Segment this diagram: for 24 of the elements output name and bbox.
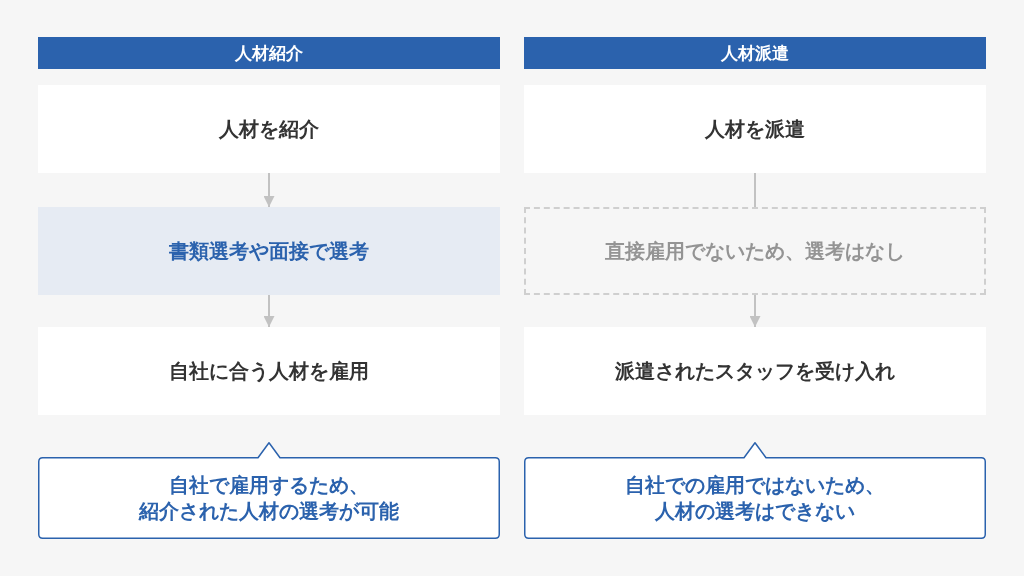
step-box [38,327,500,415]
step-label: 人材を紹介 [219,116,319,142]
heading-bar [38,37,500,69]
step-box [524,85,986,173]
column-heading: 人材派遣 [721,41,789,65]
step-box [38,85,500,173]
arrow [263,172,275,208]
step-label: 自社に合う人材を雇用 [169,358,369,384]
callout-bubble [38,441,500,539]
step-label: 直接雇用でないため、選考はなし [605,238,905,264]
arrow [263,294,275,328]
arrow [749,294,761,328]
step-label: 書類選考や面接で選考 [169,238,369,264]
connector-line [754,172,756,208]
step-box [524,327,986,415]
column-heading: 人材紹介 [235,41,303,65]
step-label: 派遣されたスタッフを受け入れ [615,358,895,384]
highlighted-step-box [38,207,500,295]
callout-text: 自社での雇用ではないため、人材の選考はできない [624,472,886,524]
callout-text: 自社で雇用するため、紹介された人材の選考が可能 [137,472,400,524]
callout-bubble [524,441,986,539]
dashed-step-box [524,207,986,295]
heading-bar [524,37,986,69]
step-label: 人材を派遣 [705,116,805,142]
